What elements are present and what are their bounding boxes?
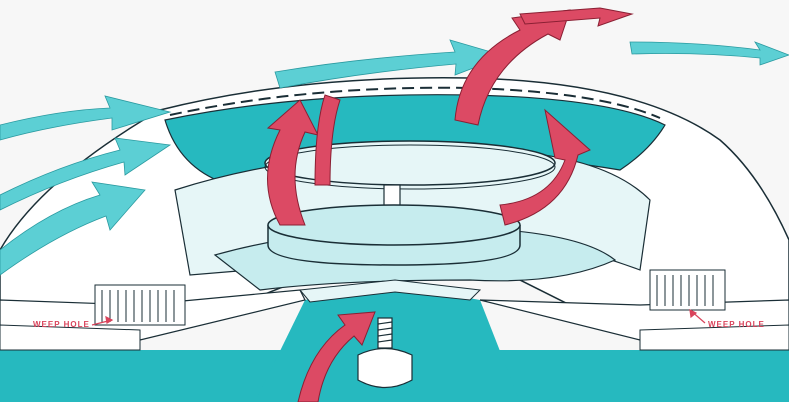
weep-hole-vent-right: [650, 270, 725, 310]
air-arrow-5: [630, 42, 789, 65]
weep-hole-label-left: WEEP HOLE: [33, 320, 90, 329]
deflector-disk: [265, 141, 555, 185]
center-cylinder-top: [268, 205, 520, 245]
hot-air-arrow-6: [520, 8, 632, 26]
weep-hole-label-right: WEEP HOLE: [708, 320, 765, 329]
